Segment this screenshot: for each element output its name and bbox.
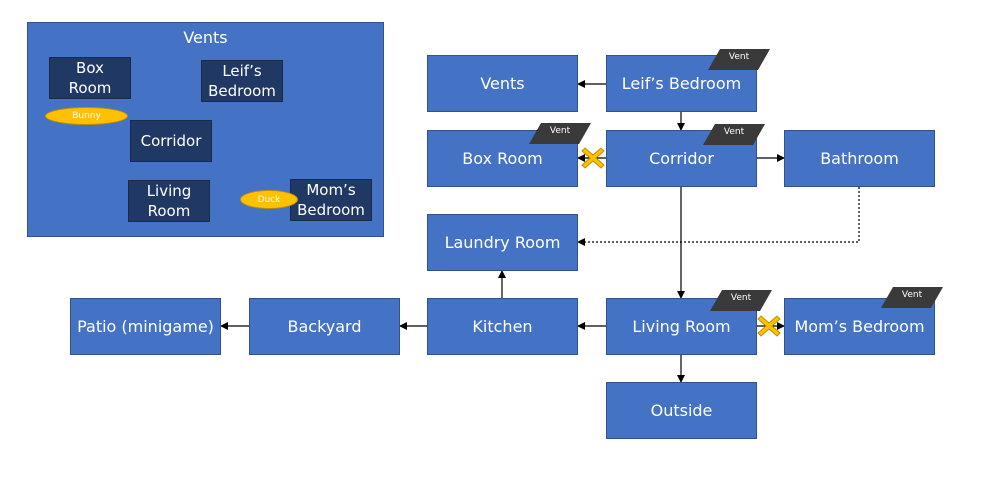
node-leifs-bedroom[interactable]: Leif’s Bedroom	[606, 55, 757, 112]
node-laundry-room[interactable]: Laundry Room	[427, 214, 578, 271]
edge-bathroom-to-laundry-room	[577, 187, 860, 246]
vent-map-moms-bedroom[interactable]: Mom’s Bedroom	[290, 179, 372, 221]
blocked-x-icon	[581, 146, 605, 170]
vent-tag-living-room: Vent	[710, 290, 772, 311]
node-kitchen[interactable]: Kitchen	[427, 298, 578, 355]
duck-marker[interactable]: Duck	[240, 190, 298, 209]
node-patio[interactable]: Patio (minigame)	[70, 298, 221, 355]
node-vents[interactable]: Vents	[427, 55, 578, 112]
vent-map-leifs-bedroom[interactable]: Leif’s Bedroom	[201, 60, 283, 102]
bunny-marker[interactable]: Bunny	[45, 107, 128, 125]
vent-tag-moms-bedroom: Vent	[881, 287, 943, 308]
vent-tag-label: Vent	[901, 290, 923, 300]
vents-map-title: Vents	[183, 28, 228, 47]
vent-tag-label: Vent	[549, 126, 571, 136]
blocked-x-icon	[757, 314, 781, 338]
vent-tag-label: Vent	[723, 127, 745, 137]
node-backyard[interactable]: Backyard	[249, 298, 400, 355]
node-outside[interactable]: Outside	[606, 382, 757, 439]
vent-tag-label: Vent	[730, 293, 752, 303]
vent-map-corridor[interactable]: Corridor	[130, 120, 212, 162]
vent-tag-box-room: Vent	[529, 123, 591, 144]
vent-tag-corridor: Vent	[703, 124, 765, 145]
vent-tag-label: Vent	[728, 52, 750, 62]
vent-map-living-room[interactable]: Living Room	[128, 180, 210, 222]
node-bathroom[interactable]: Bathroom	[784, 130, 935, 187]
node-living-room[interactable]: Living Room	[606, 298, 757, 355]
vent-tag-leifs-bedroom: Vent	[708, 49, 770, 70]
vent-map-box-room[interactable]: Box Room	[49, 57, 131, 99]
